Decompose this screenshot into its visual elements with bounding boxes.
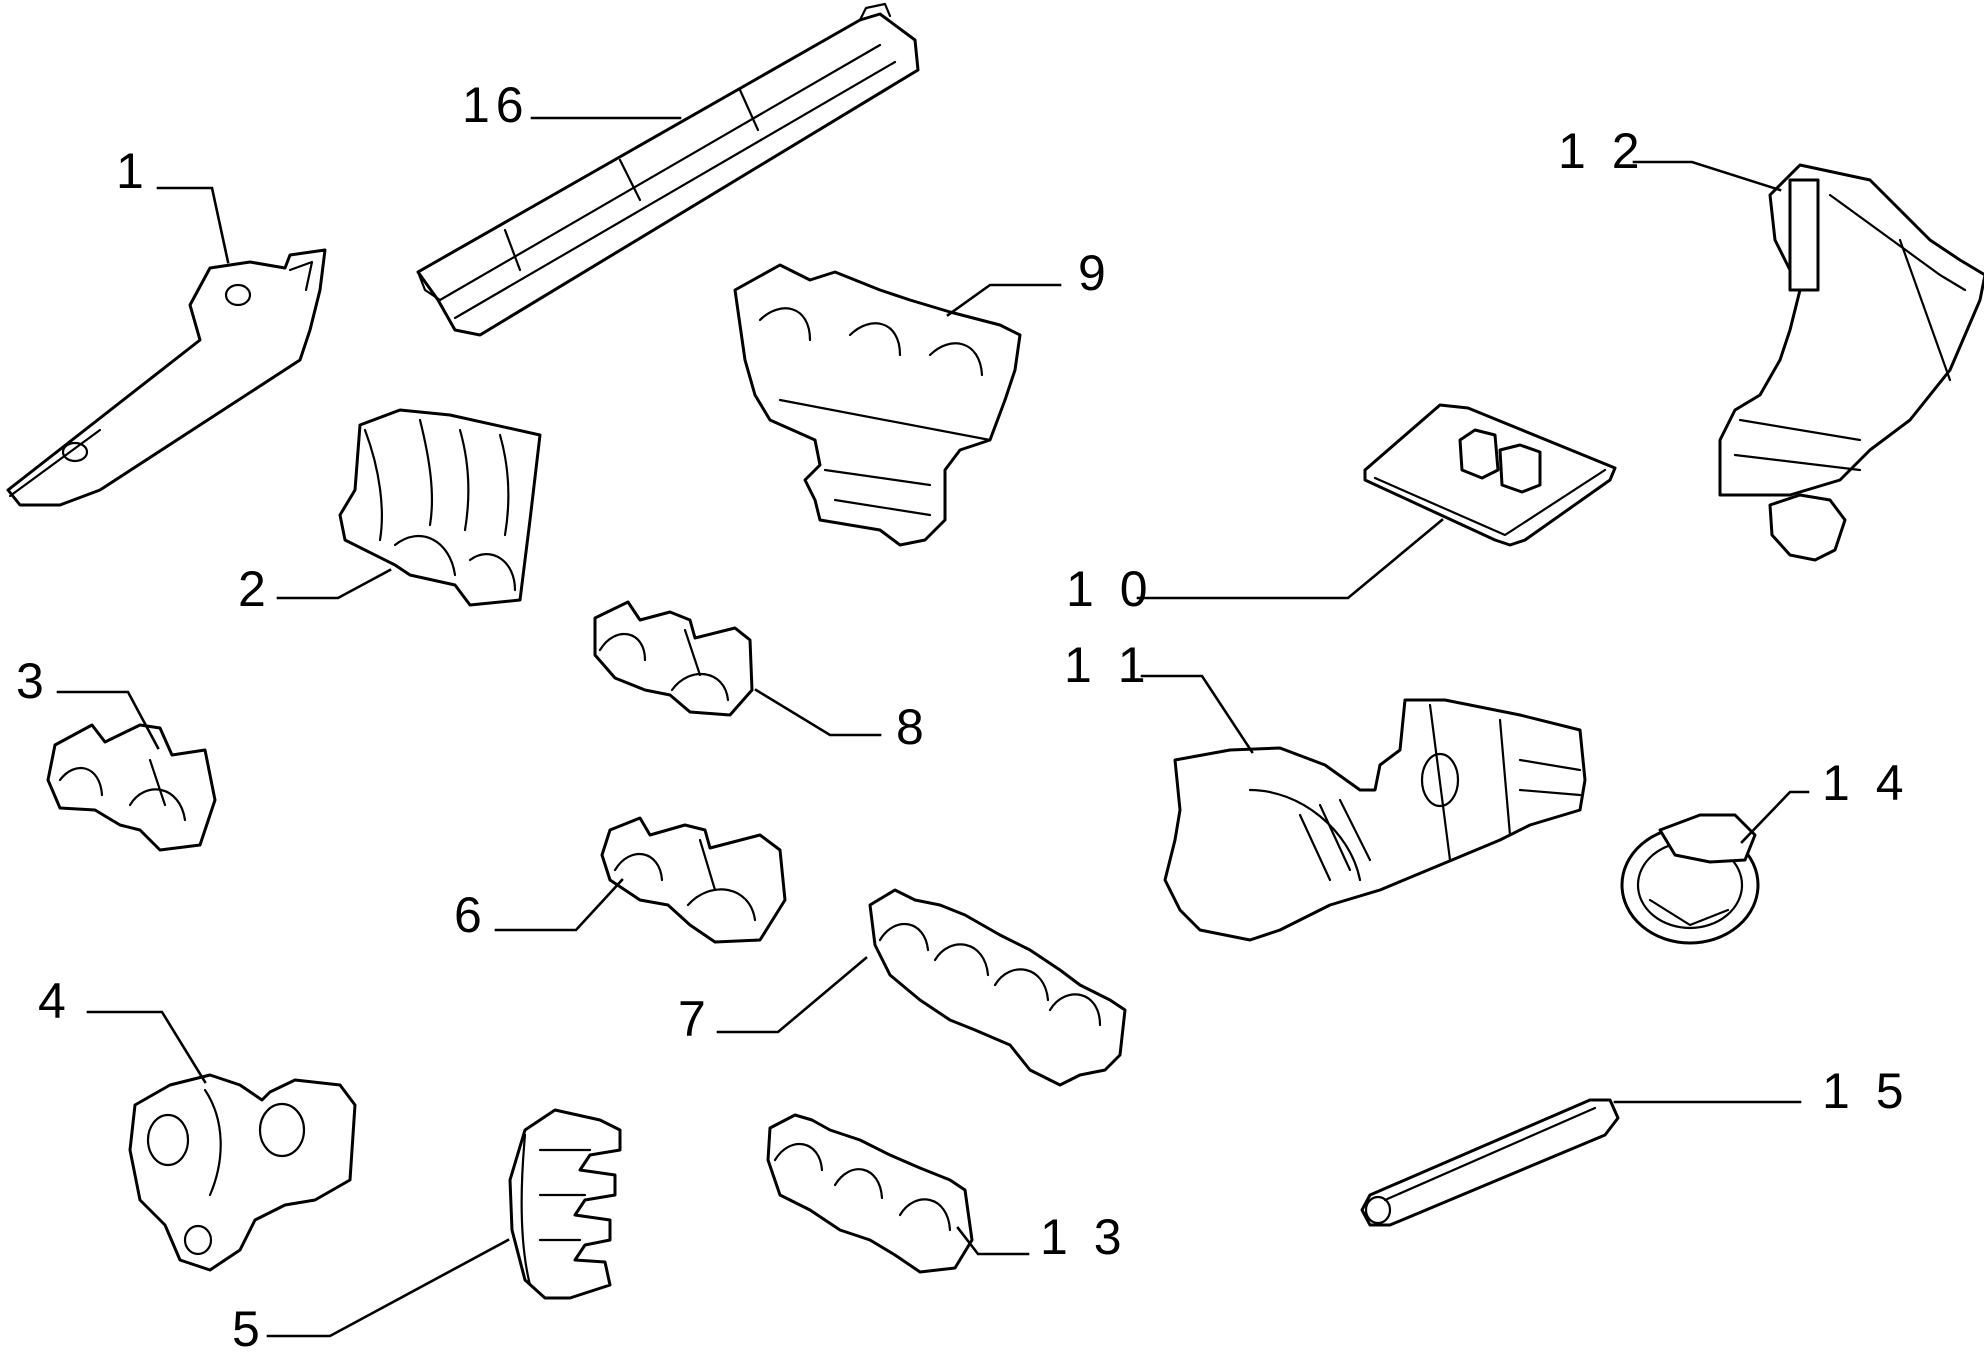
leader-9 [946, 283, 1062, 317]
callout-14: 1 4 [1822, 755, 1910, 811]
part-4-double-grommet-clip-icon [128, 1073, 357, 1272]
leader-10 [1136, 518, 1444, 600]
leader-lines [56, 116, 1810, 1338]
callout-16: 16 [462, 77, 530, 133]
part-10-tray-clip-icon [1363, 403, 1617, 547]
leader-14 [1740, 790, 1810, 844]
callout-12: 1 2 [1558, 123, 1646, 179]
part-15-edge-trim-strip-icon [1360, 1098, 1620, 1227]
part-7-quad-pipe-clip-icon [868, 888, 1127, 1087]
leader-2 [276, 568, 392, 600]
part-16-channel-rail-icon [416, 2, 920, 337]
callout-15: 1 5 [1822, 1063, 1910, 1119]
leader-3 [56, 690, 160, 750]
leader-7 [716, 956, 868, 1034]
callout-2: 2 [238, 561, 272, 617]
leader-8 [754, 688, 882, 737]
callout-labels: 1 2 3 4 5 6 7 8 9 1 0 1 1 1 2 1 3 1 4 1 … [16, 77, 1910, 1352]
part-11-bracket-support-icon [1163, 698, 1587, 942]
callout-5: 5 [232, 1301, 266, 1352]
callout-4: 4 [38, 973, 72, 1029]
callout-6: 6 [454, 887, 488, 943]
callout-7: 7 [678, 991, 712, 1047]
callout-13: 1 3 [1040, 1209, 1128, 1265]
callout-1: 1 [116, 143, 150, 199]
part-1-mounting-bracket-icon [6, 248, 327, 507]
leader-11 [1140, 674, 1254, 754]
leader-4 [86, 1010, 207, 1084]
callout-3: 3 [16, 653, 50, 709]
part-8-twin-pipe-clip-icon [593, 600, 754, 717]
leader-6 [494, 878, 624, 932]
part-2-double-pipe-clip-icon [338, 408, 542, 607]
leader-5 [266, 1238, 510, 1338]
part-13-triple-pipe-clip-icon [766, 1113, 974, 1274]
callout-9: 9 [1078, 245, 1112, 301]
part-6-twin-pipe-clip-icon [600, 816, 787, 944]
leader-12 [1632, 160, 1782, 192]
part-3-twin-pipe-clip-icon [46, 723, 217, 852]
part-5-triple-comb-clip-icon [508, 1108, 622, 1300]
part-9-multi-pipe-holder-icon [733, 263, 1022, 547]
part-14-hose-clamp-icon [1620, 813, 1760, 945]
part-12-strap-bracket-icon [1718, 163, 1984, 562]
leader-13 [956, 1226, 1030, 1256]
callout-10: 1 0 [1066, 561, 1154, 617]
leader-1 [156, 186, 230, 264]
callout-8: 8 [896, 699, 930, 755]
callout-11: 1 1 [1064, 637, 1152, 693]
